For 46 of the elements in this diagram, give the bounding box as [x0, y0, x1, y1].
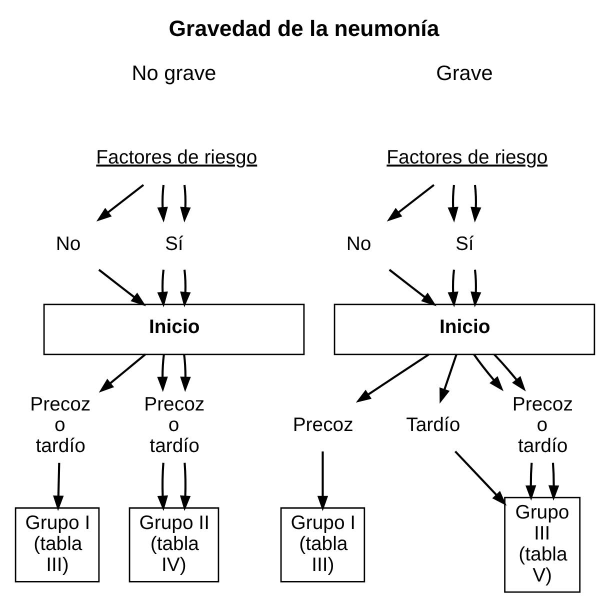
label: Grave — [436, 62, 492, 85]
node-box: Inicio — [333, 304, 595, 356]
node-text: Precoz o tardío — [144, 393, 204, 457]
arrow — [470, 270, 481, 308]
arrow — [472, 354, 504, 392]
arrow — [355, 354, 429, 403]
diagram-title: Gravedad de la neumonía — [168, 16, 439, 41]
node-text: Sí — [454, 232, 474, 255]
arrow — [388, 268, 436, 306]
arrow — [492, 354, 526, 392]
arrow — [156, 354, 168, 392]
arrow — [548, 462, 559, 501]
node-text: Precoz o tardío — [512, 393, 572, 457]
arrow — [96, 184, 144, 222]
arrow — [98, 268, 146, 306]
arrow — [454, 450, 506, 506]
node-text: Factores de riesgo — [386, 146, 548, 169]
node-box: Grupo I (tabla III) — [14, 507, 100, 582]
arrow — [156, 270, 168, 308]
arrow — [439, 354, 457, 404]
arrow — [156, 184, 168, 222]
arrow — [470, 184, 481, 222]
node-text: Factores de riesgo — [96, 146, 257, 169]
arrow — [180, 184, 190, 222]
node-box: Grupo II (tabla IV) — [128, 507, 219, 582]
arrow — [156, 462, 168, 511]
node-text: No — [55, 232, 80, 255]
arrow — [447, 184, 458, 222]
arrow — [98, 354, 146, 393]
arrow — [524, 462, 536, 501]
node-text: No — [346, 232, 371, 255]
label: No grave — [131, 62, 216, 85]
arrow — [180, 354, 190, 392]
node-text: Sí — [164, 232, 183, 255]
node-text: Precoz o tardío — [30, 393, 90, 457]
arrow — [386, 184, 434, 222]
node-text: Precoz — [292, 414, 353, 436]
arrow — [179, 462, 190, 511]
arrow — [52, 462, 64, 511]
arrow — [447, 270, 458, 308]
node-text: Tardío — [406, 414, 460, 436]
node-box: Grupo I (tabla III) — [280, 507, 365, 582]
arrow — [316, 451, 328, 512]
node-box: Grupo III (tabla V) — [504, 496, 580, 593]
node-box: Inicio — [42, 304, 304, 356]
arrow — [180, 270, 190, 308]
